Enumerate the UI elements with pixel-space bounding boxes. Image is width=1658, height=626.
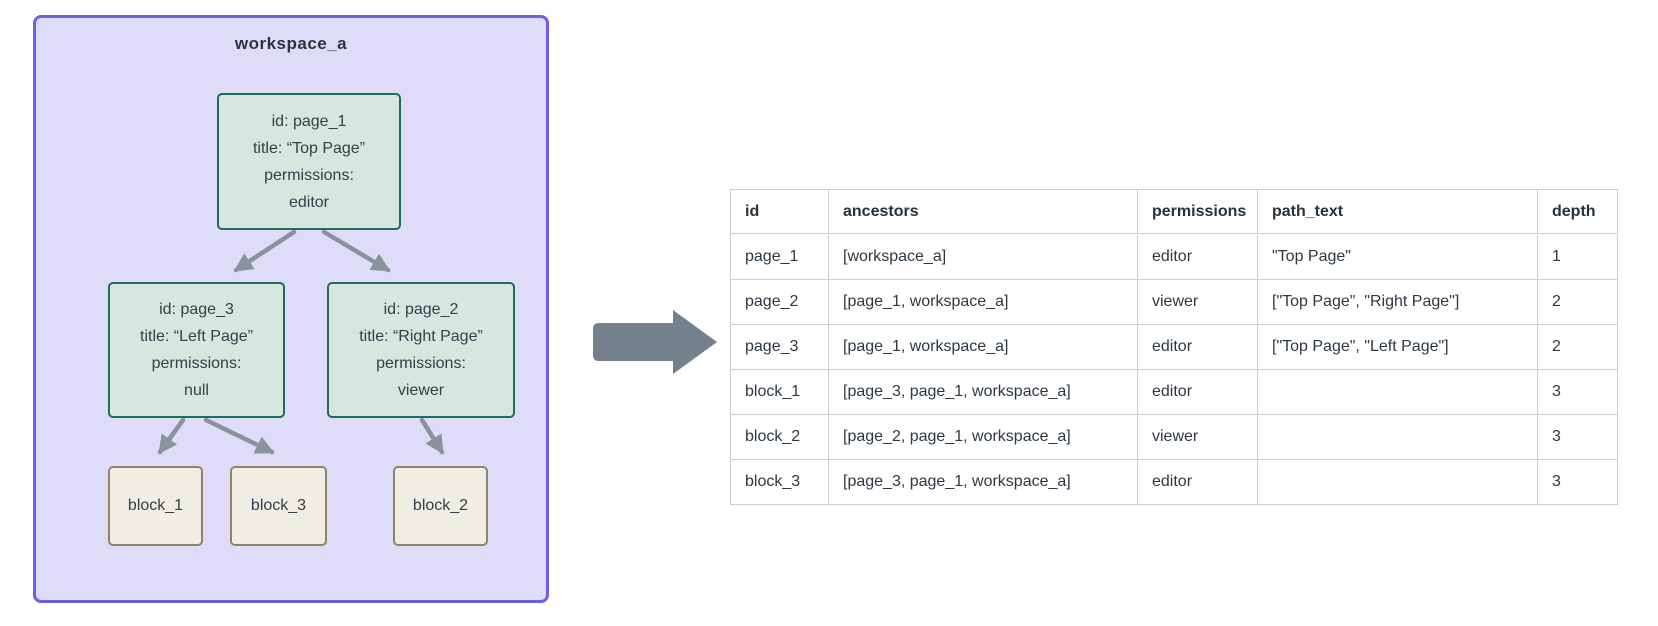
result-table: id ancestors permissions path_text depth…	[730, 189, 1618, 505]
cell-id: block_3	[731, 460, 829, 505]
workspace-label: workspace_a	[234, 34, 348, 53]
col-header-path-text: path_text	[1258, 190, 1538, 234]
node-block-1: block_1	[108, 466, 203, 546]
edge-page1-page2	[321, 229, 391, 273]
cell-ancestors: [page_1, workspace_a]	[829, 325, 1138, 370]
cell-id: block_2	[731, 415, 829, 460]
cell-id: page_1	[731, 235, 829, 280]
node-page-3-line: id: page_3	[159, 301, 234, 318]
node-page-1-line: title: “Top Page”	[252, 139, 366, 157]
cell-permissions: editor	[1138, 460, 1258, 505]
cell-path-text	[1258, 370, 1538, 415]
cell-permissions: editor	[1138, 235, 1258, 280]
cell-id: page_3	[731, 325, 829, 370]
cell-depth: 3	[1538, 415, 1618, 460]
node-page-1-line: id: page_1	[271, 112, 347, 130]
cell-ancestors: [page_3, page_1, workspace_a]	[829, 460, 1138, 505]
workspace-container: workspace_a id: page_1 title: “Top Page”…	[33, 15, 549, 603]
node-block-1-label: block_1	[127, 497, 184, 514]
node-page-3-line: title: “Left Page”	[140, 328, 253, 345]
flow-arrow	[593, 310, 717, 374]
cell-depth: 3	[1538, 460, 1618, 505]
node-page-1: id: page_1 title: “Top Page” permissions…	[217, 93, 401, 230]
col-header-permissions: permissions	[1138, 190, 1258, 234]
node-block-3: block_3	[230, 466, 327, 546]
node-page-2-line: title: “Right Page”	[359, 328, 483, 345]
cell-permissions: editor	[1138, 370, 1258, 415]
cell-path-text: ["Top Page", "Right Page"]	[1258, 280, 1538, 325]
node-page-2-line: viewer	[397, 382, 445, 399]
cell-path-text: "Top Page"	[1258, 235, 1538, 280]
cell-permissions: viewer	[1138, 415, 1258, 460]
node-page-2: id: page_2 title: “Right Page” permissio…	[327, 282, 515, 418]
node-block-2-label: block_2	[412, 497, 469, 514]
cell-ancestors: [page_2, page_1, workspace_a]	[829, 415, 1138, 460]
cell-ancestors: [page_3, page_1, workspace_a]	[829, 370, 1138, 415]
node-page-2-line: id: page_2	[383, 301, 459, 318]
flow-arrow-shape	[593, 310, 717, 374]
cell-depth: 1	[1538, 235, 1618, 280]
edge-page1-page3	[233, 229, 297, 273]
cell-depth: 3	[1538, 370, 1618, 415]
cell-permissions: viewer	[1138, 280, 1258, 325]
cell-depth: 2	[1538, 280, 1618, 325]
col-header-ancestors: ancestors	[829, 190, 1138, 234]
node-page-3-line: permissions:	[151, 355, 242, 372]
node-page-2-line: permissions:	[376, 355, 466, 372]
edge-page2-block2	[419, 417, 445, 455]
node-page-1-line: permissions:	[264, 166, 354, 184]
cell-id: block_1	[731, 370, 829, 415]
cell-path-text	[1258, 460, 1538, 505]
cell-ancestors: [workspace_a]	[829, 235, 1138, 280]
edge-page3-block1	[157, 417, 186, 455]
cell-id: page_2	[731, 280, 829, 325]
edge-page3-block3	[203, 417, 275, 455]
col-header-id: id	[731, 190, 829, 234]
node-page-1-line: editor	[288, 193, 330, 211]
cell-permissions: editor	[1138, 325, 1258, 370]
node-block-2: block_2	[393, 466, 488, 546]
cell-path-text: ["Top Page", "Left Page"]	[1258, 325, 1538, 370]
node-page-3: id: page_3 title: “Left Page” permission…	[108, 282, 285, 418]
cell-path-text	[1258, 415, 1538, 460]
node-block-3-label: block_3	[250, 497, 307, 514]
col-header-depth: depth	[1538, 190, 1618, 234]
cell-ancestors: [page_1, workspace_a]	[829, 280, 1138, 325]
node-page-3-line: null	[184, 382, 209, 399]
cell-depth: 2	[1538, 325, 1618, 370]
